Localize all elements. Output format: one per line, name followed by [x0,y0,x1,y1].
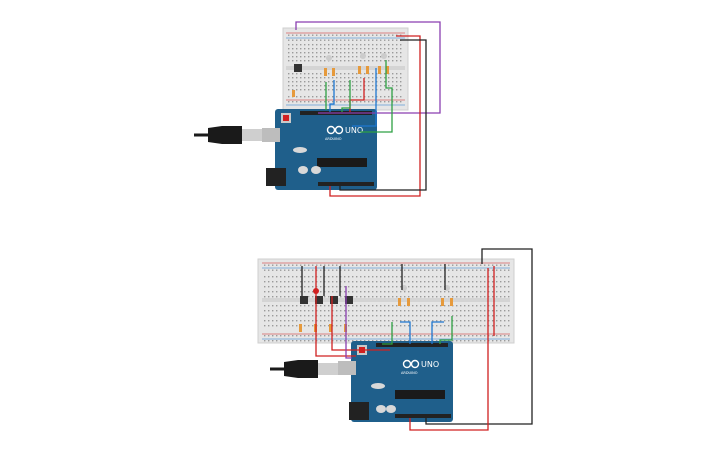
resistor-group-1 [292,66,389,97]
capacitor [311,166,321,174]
board-sub-label: ARDUINO [325,137,342,141]
breadboard-2[interactable] [257,258,515,344]
pushbutton[interactable] [345,296,353,304]
board-brand-label: UNO [421,360,439,369]
capacitor [298,166,308,174]
arduino-logo-icon [402,359,420,369]
crystal [293,147,307,153]
reset-button[interactable] [283,115,289,121]
usb-port [262,128,280,142]
breadboard-holes [288,34,402,103]
analog-header [318,182,374,186]
pushbutton-1[interactable] [294,64,302,72]
pushbutton[interactable] [300,296,308,304]
circuit-1[interactable]: UNO ARDUINO [194,21,441,197]
usb-plug-icon [270,360,338,378]
board-brand-label: UNO [345,126,363,135]
breadboard-holes [264,264,510,342]
crystal [371,383,385,389]
circuit-2[interactable]: UNO ARDUINO [257,248,533,431]
led-group-1 [326,53,387,61]
digital-header [376,343,448,347]
capacitor [376,405,386,413]
wires-2 [301,248,533,431]
pushbutton[interactable] [330,296,338,304]
usb-port [338,361,356,375]
power-jack [349,402,369,420]
arduino-logo-icon [326,125,344,135]
capacitor [386,405,396,413]
pushbutton[interactable] [315,296,323,304]
usb-plug-icon [194,126,262,144]
arduino-board-2[interactable]: UNO ARDUINO [338,341,453,422]
pushbutton-group-2[interactable] [300,296,353,304]
microcontroller-chip [317,158,367,167]
wires-1 [295,21,441,197]
power-jack [266,168,286,186]
analog-header [395,414,451,418]
microcontroller-chip [395,390,445,399]
board-sub-label: ARDUINO [401,371,418,375]
arduino-board-1[interactable]: UNO ARDUINO [262,109,377,190]
